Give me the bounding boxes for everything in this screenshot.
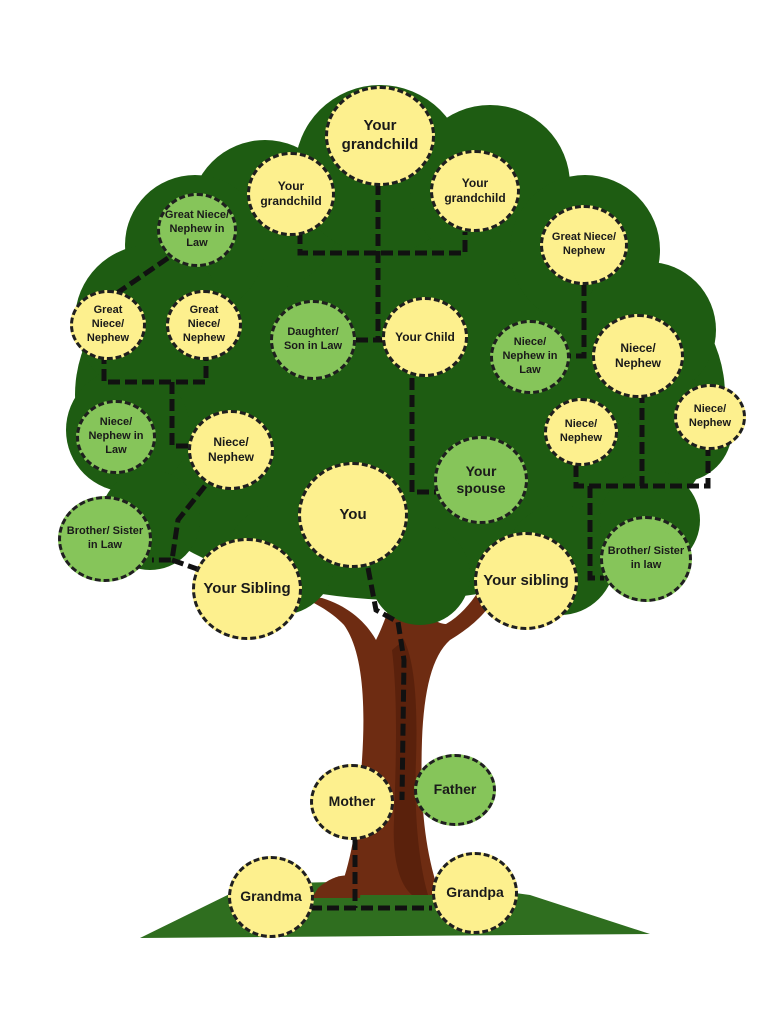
node-father: Father bbox=[414, 754, 496, 826]
connector-lines bbox=[101, 183, 711, 911]
node-brother-sister-in-law-right: Brother/ Sister in law bbox=[600, 516, 692, 602]
node-great-niece-nephew-right: Great Niece/ Nephew bbox=[540, 205, 628, 285]
node-niece-nephew-left: Niece/ Nephew bbox=[188, 410, 274, 490]
node-your-grandchild-right: Your grandchild bbox=[430, 150, 520, 232]
node-niece-nephew-right-1: Niece/ Nephew bbox=[592, 314, 684, 398]
connector-great-left-down bbox=[169, 382, 188, 449]
connector-grandchildren bbox=[297, 232, 468, 256]
connector-child-down bbox=[409, 378, 438, 495]
node-grandpa: Grandpa bbox=[432, 852, 518, 934]
node-niece-nephew-right-2: Niece/ Nephew bbox=[544, 398, 618, 466]
connector-you-parents bbox=[365, 567, 407, 801]
node-great-niece-nephew-left-2: Great Niece/ Nephew bbox=[166, 290, 242, 360]
trunk-shade bbox=[392, 640, 428, 895]
node-your-child: Your Child bbox=[382, 297, 468, 377]
node-daughter-son-in-law: Daughter/ Son in Law bbox=[270, 300, 356, 380]
connector-great-right bbox=[570, 284, 587, 359]
root-left bbox=[312, 875, 362, 898]
node-you: You bbox=[298, 462, 408, 568]
node-great-niece-nephew-in-law-left: Great Niece/ Nephew in Law bbox=[157, 193, 237, 267]
node-niece-nephew-in-law-right: Niece/ Nephew in Law bbox=[490, 320, 570, 394]
connector-niece-left bbox=[152, 484, 207, 563]
connector-niece-right bbox=[573, 396, 645, 489]
node-your-grandchild-left: Your grandchild bbox=[247, 152, 335, 236]
node-brother-sister-in-law-left: Brother/ Sister in Law bbox=[58, 496, 152, 582]
connector-great-left-1 bbox=[102, 255, 170, 305]
node-mother: Mother bbox=[310, 764, 394, 840]
node-niece-nephew-in-law-left: Niece/ Nephew in Law bbox=[76, 400, 156, 474]
connector-great-left-pair bbox=[101, 352, 209, 385]
node-your-spouse: Your spouse bbox=[434, 436, 528, 524]
node-great-niece-nephew-left-1: Great Niece/ Nephew bbox=[70, 290, 146, 360]
node-niece-nephew-right-3: Niece/ Nephew bbox=[674, 384, 746, 450]
connector-brother-right bbox=[587, 486, 604, 581]
node-grandma: Grandma bbox=[228, 856, 314, 938]
node-your-sibling-right: Your sibling bbox=[474, 532, 578, 630]
node-your-sibling-left: Your Sibling bbox=[192, 538, 302, 640]
connector-niece-right-3 bbox=[642, 444, 711, 489]
node-your-grandchild-top: Your grandchild bbox=[325, 86, 435, 186]
